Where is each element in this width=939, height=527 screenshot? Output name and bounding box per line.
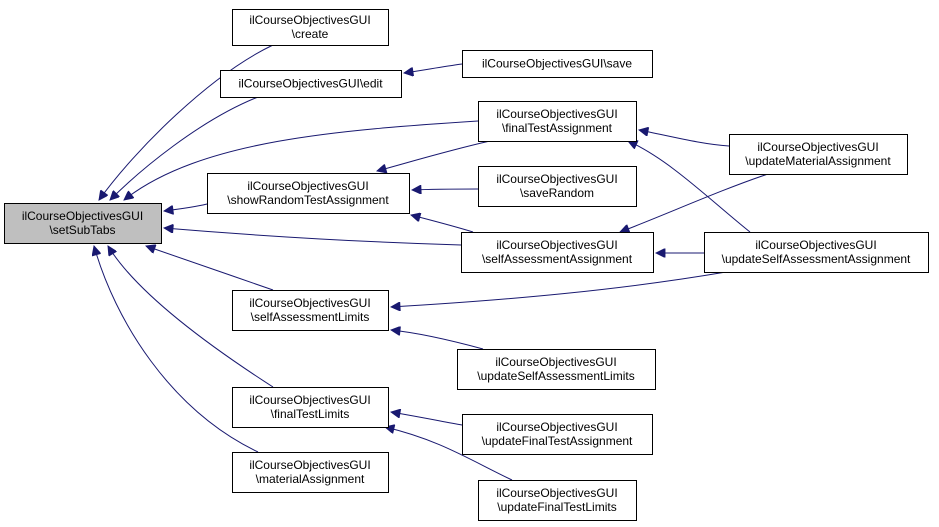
edge-updateFinalTestAssignment-to-finalTestLimits [391,412,463,426]
edge-updateSelfAssessmentAssignment-to-finalTestAssignment [628,141,751,233]
node-saveRandom[interactable]: ilCourseObjectivesGUI\saveRandom [478,166,637,207]
node-updateFinalTestLimits[interactable]: ilCourseObjectivesGUI\updateFinalTestLim… [478,480,637,521]
edge-selfAssessmentAssignment-to-setSubTabs [164,228,462,246]
node-updateSelfAssessmentLimits[interactable]: ilCourseObjectivesGUI\updateSelfAssessme… [457,349,656,390]
node-showRandomTestAssignment[interactable]: ilCourseObjectivesGUI\showRandomTestAssi… [207,173,410,214]
node-label-line2: \finalTestLimits [271,407,350,421]
node-label-line2: \updateFinalTestAssignment [482,434,633,448]
node-edit[interactable]: ilCourseObjectivesGUI\edit [220,70,402,98]
node-label-line2: \selfAssessmentLimits [251,310,370,324]
edge-save-to-edit [404,63,463,73]
node-box [729,134,908,175]
node-label-line2: \updateMaterialAssignment [745,154,891,168]
edge-selfAssessmentAssignment-to-showRandomTestAssignment [411,215,474,233]
node-label-line1: ilCourseObjectivesGUI [496,486,617,500]
node-label-line2: \updateSelfAssessmentAssignment [722,252,911,266]
node-label-line2: \updateFinalTestLimits [497,500,616,514]
edge-create-to-setSubTabs [99,44,274,200]
node-label-line1: ilCourseObjectivesGUI\save [482,57,632,71]
node-box [478,480,637,521]
edge-updateFinalTestLimits-to-finalTestLimits [385,427,513,481]
edge-updateMaterialAssignment-to-selfAssessmentAssignment [620,173,769,232]
node-label-line2: \finalTestAssignment [502,121,613,135]
node-label-line2: \saveRandom [520,186,594,200]
node-box [220,70,402,98]
node-box [4,203,162,244]
edge-updateSelfAssessmentAssignment-to-selfAssessmentLimits [391,271,727,307]
edge-updateSelfAssessmentLimits-to-selfAssessmentLimits [391,330,484,350]
edge-finalTestAssignment-to-setSubTabs [124,120,479,200]
node-box [704,232,929,273]
edge-updateMaterialAssignment-to-finalTestAssignment [639,130,730,147]
node-label-line2: \updateSelfAssessmentLimits [477,369,634,383]
node-box [232,452,389,493]
edge-showRandomTestAssignment-to-setSubTabs [164,203,208,211]
node-updateSelfAssessmentAssignment[interactable]: ilCourseObjectivesGUI\updateSelfAssessme… [704,232,929,273]
node-label-line2: \setSubTabs [49,223,115,237]
edge-finalTestAssignment-to-showRandomTestAssignment [377,140,491,171]
node-save[interactable]: ilCourseObjectivesGUI\save [462,50,653,78]
node-label-line1: ilCourseObjectivesGUI [249,296,370,310]
edge-edit-to-setSubTabs [110,96,259,200]
node-box [232,290,389,331]
node-label-line2: \selfAssessmentAssignment [482,252,633,266]
node-create[interactable]: ilCourseObjectivesGUI\create [232,9,389,46]
node-box [207,173,410,214]
node-box [478,101,637,142]
node-label-line1: ilCourseObjectivesGUI [249,458,370,472]
node-label-line1: ilCourseObjectivesGUI\edit [238,77,383,91]
node-box [457,349,656,390]
node-box [478,166,637,207]
edge-materialAssignment-to-setSubTabs [94,246,259,453]
node-label-line1: ilCourseObjectivesGUI [755,238,876,252]
node-label-line1: ilCourseObjectivesGUI [249,393,370,407]
node-finalTestLimits[interactable]: ilCourseObjectivesGUI\finalTestLimits [232,387,389,428]
node-label-line1: ilCourseObjectivesGUI [249,13,370,27]
node-finalTestAssignment[interactable]: ilCourseObjectivesGUI\finalTestAssignmen… [478,101,637,142]
node-box [232,9,389,46]
edge-selfAssessmentLimits-to-setSubTabs [146,246,274,291]
node-label-line1: ilCourseObjectivesGUI [496,172,617,186]
node-box [232,387,389,428]
node-label-line1: ilCourseObjectivesGUI [757,140,878,154]
node-selfAssessmentAssignment[interactable]: ilCourseObjectivesGUI\selfAssessmentAssi… [461,232,654,273]
node-label-line1: ilCourseObjectivesGUI [496,238,617,252]
nodes-layer: ilCourseObjectivesGUI\setSubTabsilCourse… [4,9,929,521]
node-setSubTabs[interactable]: ilCourseObjectivesGUI\setSubTabs [4,203,162,244]
node-label-line2: \create [292,27,329,41]
node-label-line1: ilCourseObjectivesGUI [495,355,616,369]
node-updateFinalTestAssignment[interactable]: ilCourseObjectivesGUI\updateFinalTestAss… [462,414,653,455]
node-label-line2: \showRandomTestAssignment [227,193,389,207]
node-label-line1: ilCourseObjectivesGUI [22,209,143,223]
node-box [462,50,653,78]
node-materialAssignment[interactable]: ilCourseObjectivesGUI\materialAssignment [232,452,389,493]
edge-finalTestLimits-to-setSubTabs [108,246,274,388]
node-label-line1: ilCourseObjectivesGUI [496,107,617,121]
edges-layer [94,44,769,481]
node-box [461,232,654,273]
node-box [462,414,653,455]
node-label-line1: ilCourseObjectivesGUI [247,179,368,193]
edge-saveRandom-to-showRandomTestAssignment [412,189,479,190]
node-selfAssessmentLimits[interactable]: ilCourseObjectivesGUI\selfAssessmentLimi… [232,290,389,331]
node-label-line1: ilCourseObjectivesGUI [496,420,617,434]
node-label-line2: \materialAssignment [256,472,365,486]
node-updateMaterialAssignment[interactable]: ilCourseObjectivesGUI\updateMaterialAssi… [729,134,908,175]
